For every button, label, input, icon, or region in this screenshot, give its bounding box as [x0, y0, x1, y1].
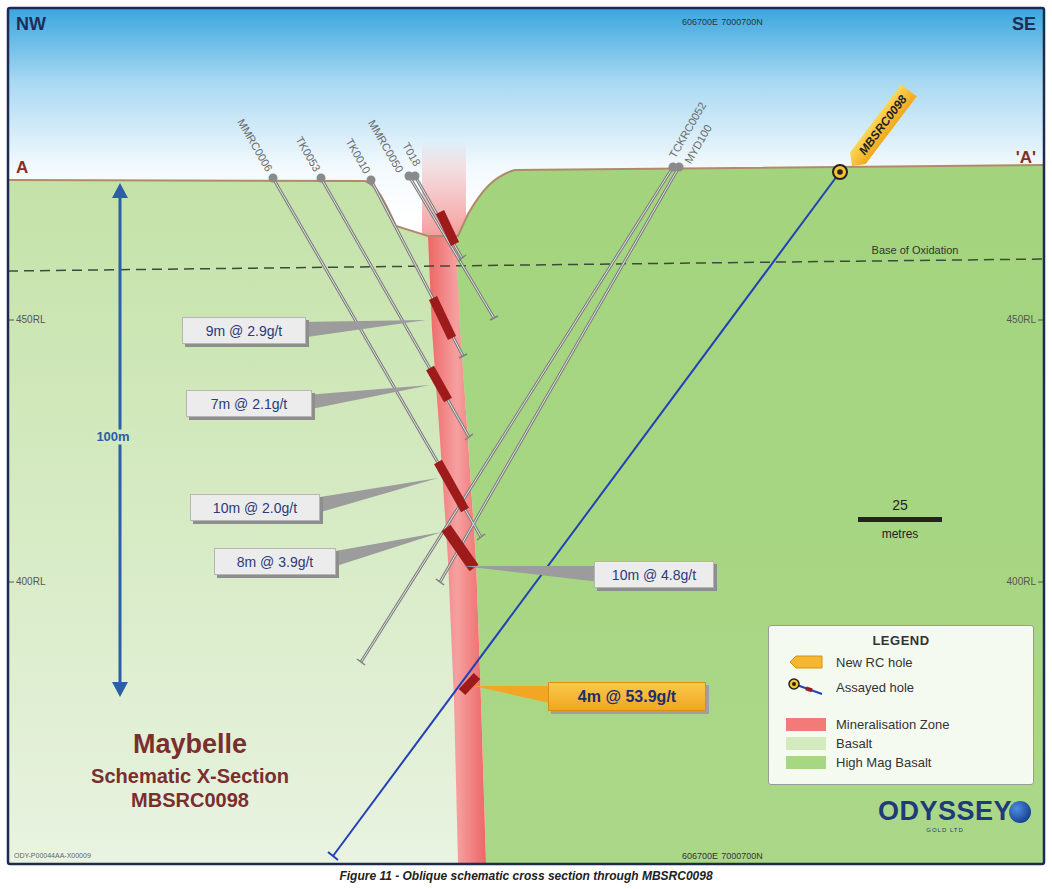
ground-surface	[8, 165, 1044, 236]
section-end-label: 'A'	[1016, 148, 1036, 168]
hole-end-tick	[328, 852, 338, 860]
company-subtitle: GOLD LTD	[926, 827, 964, 834]
diagram-subtitle: MBSRC0098	[131, 789, 249, 812]
oxidation-label: Base of Oxidation	[872, 244, 959, 257]
hole-id: TK0010	[343, 136, 373, 176]
rl-ticks	[8, 320, 1044, 582]
assay-callout: 9m @ 2.9g/t	[182, 317, 306, 344]
legend-swatch	[786, 737, 826, 750]
legend-text: Assayed hole	[836, 680, 914, 695]
scale-bar	[858, 517, 942, 522]
mineralisation-zone	[428, 236, 486, 864]
legend-heading: LEGEND	[872, 634, 929, 649]
hole-collars	[269, 163, 684, 185]
figure-caption: Figure 11 - Oblique schematic cross sect…	[339, 870, 712, 884]
assay-callout: 8m @ 3.9g/t	[214, 548, 336, 575]
hole-collar	[833, 165, 847, 179]
grid-coordinate: 7000700N	[721, 851, 763, 861]
assay-callout: 10m @ 2.0g/t	[190, 494, 320, 521]
company-logo: ODYSSEY	[878, 796, 1012, 827]
compass-label: SE	[1012, 14, 1036, 35]
legend-swatch	[786, 756, 826, 769]
legend-row: New RC hole	[786, 653, 913, 671]
high-mag-basalt	[456, 165, 1044, 864]
grid-coordinate: 7000700N	[721, 17, 763, 27]
legend-row: Assayed hole	[786, 678, 914, 696]
rl-label: 400RL	[16, 576, 45, 588]
callout-text: 8m @ 3.9g/t	[237, 554, 313, 570]
legend-row: Mineralisation Zone	[786, 715, 949, 733]
legend-row: High Mag Basalt	[786, 753, 931, 771]
section-end-label: A	[16, 158, 28, 178]
callout-text: 7m @ 2.1g/t	[211, 396, 287, 412]
legend-text: Mineralisation Zone	[836, 717, 949, 732]
assay-callout: 4m @ 53.9g/t	[548, 682, 706, 711]
hole-collar-centre	[837, 169, 843, 175]
base-of-oxidation	[8, 259, 1044, 271]
callout-text: MBSRC0098	[856, 93, 910, 158]
callout-text: 4m @ 53.9g/t	[578, 688, 676, 706]
grid-coordinate: 606700E	[682, 17, 718, 27]
hole-tag: MBSRC0098	[844, 84, 917, 172]
compass-label: NW	[16, 14, 46, 35]
rl-label: 450RL	[1007, 314, 1036, 326]
scale-label: 25	[892, 497, 908, 513]
legend-swatch	[786, 718, 826, 731]
rl-label: 450RL	[16, 314, 45, 326]
legend-text: New RC hole	[836, 655, 913, 670]
assay-callout: 10m @ 4.8g/t	[594, 561, 714, 588]
callout-text: 10m @ 2.0g/t	[213, 500, 297, 516]
frame	[8, 8, 1044, 864]
callout-leaders	[300, 320, 600, 582]
callout-text: 10m @ 4.8g/t	[612, 567, 696, 583]
hole-id: MMRC0006	[235, 117, 275, 174]
callout-leader	[474, 686, 554, 704]
legend-symbol-svg	[786, 653, 826, 671]
callout-text: 9m @ 2.9g/t	[206, 323, 282, 339]
logo-dot	[1009, 801, 1031, 823]
legend-symbol	[786, 653, 836, 671]
legend-symbol	[786, 678, 836, 696]
hole-id: TK0053	[293, 134, 323, 174]
scale-unit: metres	[882, 528, 919, 542]
intercepts	[430, 212, 477, 692]
dimension-label: 100m	[94, 430, 131, 445]
grid-coordinate: 606700E	[682, 851, 718, 861]
hole-end-ticks	[357, 255, 498, 665]
legend-row: Basalt	[786, 734, 872, 752]
rl-label: 400RL	[1007, 576, 1036, 588]
diagram-title: Maybelle	[133, 729, 247, 760]
diagram-subtitle: Schematic X-Section	[91, 765, 289, 788]
legend-symbol-svg	[786, 678, 826, 696]
drawing-number: ODY-P00044AA-X00009	[14, 852, 91, 860]
basalt	[8, 180, 486, 864]
new-drill-hole	[333, 172, 840, 856]
legend-text: High Mag Basalt	[836, 755, 931, 770]
legend-text: Basalt	[836, 736, 872, 751]
assay-callout: 7m @ 2.1g/t	[186, 390, 312, 417]
